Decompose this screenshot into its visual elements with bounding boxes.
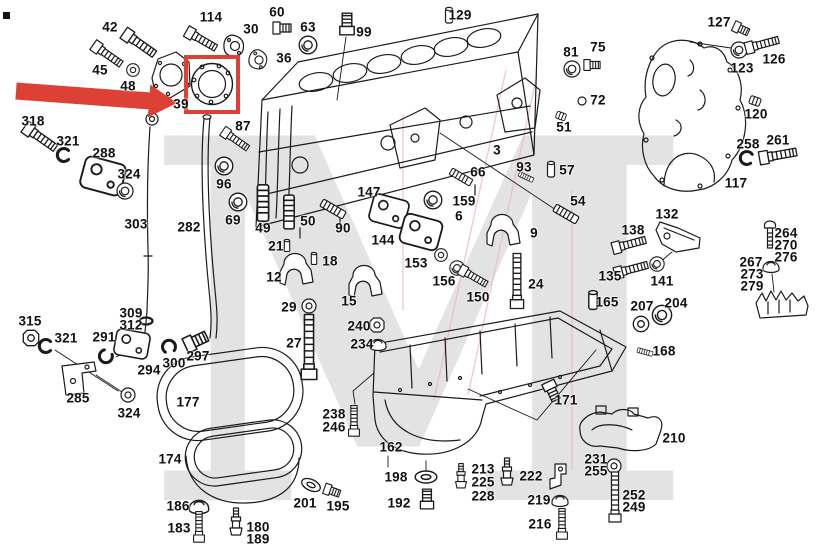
sleevev-icon-129	[444, 6, 454, 24]
bolt-icon-45	[89, 39, 126, 70]
clip-icon-321	[55, 147, 70, 163]
sleevev-icon-57	[546, 160, 556, 178]
flange-icon-30	[223, 34, 245, 57]
plate-icon-294	[112, 327, 152, 361]
sleevev-icon-165	[588, 289, 598, 311]
washer-icon-231	[606, 458, 622, 474]
dome-icon-267	[762, 260, 780, 274]
plug-icon-192	[419, 488, 435, 510]
guide-lines	[402, 69, 573, 470]
mount-bracket-drawing	[655, 221, 701, 253]
washer-icon-153	[434, 248, 448, 262]
engine-block-drawing	[255, 13, 541, 239]
oil-pan-lower-drawing	[184, 419, 303, 504]
sleeve-icon-120	[748, 94, 762, 108]
clip-icon-258	[737, 148, 755, 167]
nut-icon-315	[22, 329, 40, 347]
bolt-icon-261	[757, 144, 799, 166]
bolt-icon-126	[743, 33, 781, 56]
grommet-icon-141	[649, 256, 665, 272]
nut-icon-240	[369, 317, 385, 333]
bolt-icon-318	[20, 120, 60, 155]
washer-icon-48	[126, 63, 140, 77]
plug-icon-127	[730, 20, 752, 38]
grommet-icon-204	[651, 304, 673, 326]
dome-icon-219	[551, 494, 569, 508]
grommet-icon-96	[214, 156, 234, 176]
pin-icon-18	[310, 251, 318, 265]
end-plate-drawing	[638, 39, 747, 192]
grommet-icon-159	[423, 190, 443, 210]
grommet-icon-324	[116, 182, 134, 200]
highlight-box	[184, 55, 240, 114]
clip-icon-321	[37, 338, 52, 354]
watermark-letter: M	[143, 31, 696, 547]
stud-icon-50	[283, 194, 295, 230]
plug-icon-75	[583, 59, 601, 71]
front-cover-gasket-drawing	[190, 62, 234, 106]
pin-icon-21	[283, 238, 291, 252]
grommet-icon-81	[563, 60, 581, 78]
oil-pan-upper-drawing	[372, 310, 627, 455]
clip-icon-291	[95, 347, 116, 367]
washer-icon-207	[632, 315, 650, 333]
washer-icon-324	[120, 387, 136, 403]
plug-icon-60	[272, 21, 292, 35]
grommet-icon-69	[228, 192, 248, 212]
grommet-icon-63	[298, 35, 318, 55]
dome-icon-234	[369, 338, 387, 352]
support-bracket-drawing	[579, 405, 663, 452]
flat-icon-198	[414, 470, 438, 484]
washer-icon-29	[301, 298, 317, 314]
highlight-arrow	[15, 82, 178, 118]
oil-pan-gasket-drawing	[156, 346, 304, 442]
bracketL-icon-285	[61, 361, 97, 396]
plug-icon-99	[339, 12, 355, 36]
dipstick-tube-drawing	[201, 114, 218, 339]
stud-icon-49	[256, 183, 270, 223]
registration-mark	[3, 12, 10, 19]
tensioner-comb-drawing	[755, 290, 809, 319]
screwv-icon-264	[763, 220, 777, 249]
